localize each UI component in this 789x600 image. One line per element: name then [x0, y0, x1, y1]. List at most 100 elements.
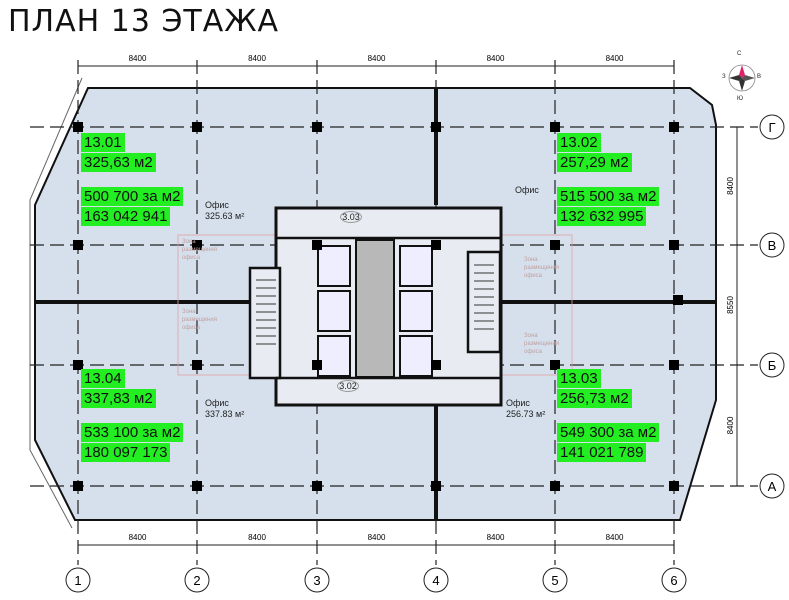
unit-id: 13.04: [81, 369, 125, 388]
office-area: 256.73 м²: [506, 409, 546, 419]
elevator: [399, 245, 433, 287]
unit-area: 257,29 м2: [557, 153, 632, 172]
column: [669, 240, 679, 250]
unit-tag-13-03[interactable]: 13.03 256,73 м2 549 300 за м2 141 021 78…: [557, 369, 660, 463]
zone-label: Зона размещения офиса: [524, 257, 559, 279]
column: [312, 240, 322, 250]
axis-marker: [304, 567, 330, 593]
axis-label: 2: [193, 573, 200, 588]
facade-hatch: [29, 77, 83, 529]
elevator: [399, 290, 433, 332]
axis-marker: [65, 567, 91, 593]
column: [192, 360, 202, 370]
dimension-label: 8400: [726, 177, 735, 195]
dimension-label: 8400: [248, 533, 266, 542]
axis-label: А: [768, 479, 777, 494]
office-label: Офис: [515, 185, 539, 195]
unit-area: 256,73 м2: [557, 389, 632, 408]
axis-label: 1: [74, 573, 81, 588]
axis-label: 6: [670, 573, 677, 588]
column: [673, 295, 683, 305]
column: [192, 122, 202, 132]
dimension-label: 8400: [368, 54, 386, 63]
column: [669, 481, 679, 491]
elevator: [317, 290, 351, 332]
column: [431, 481, 441, 491]
axis-marker: [759, 114, 785, 140]
dimension-label: 8400: [487, 533, 505, 542]
column: [73, 481, 83, 491]
dimension-label: 8400: [129, 533, 147, 542]
elevator: [399, 335, 433, 377]
unit-id: 13.01: [81, 133, 125, 152]
unit-total: 141 021 789: [557, 443, 647, 462]
office-label: Офис: [506, 398, 530, 408]
zone-label: Зона размещения офиса: [182, 309, 217, 331]
office-area: 325.63 м²: [205, 211, 245, 221]
column: [550, 240, 560, 250]
unit-total: 180 097 173: [81, 443, 171, 462]
room-tag: 3.03: [340, 211, 362, 223]
unit-id: 13.03: [557, 369, 601, 388]
unit-price: 533 100 за м2: [81, 423, 184, 442]
building-core: [248, 206, 503, 407]
column: [550, 481, 560, 491]
elevator: [317, 335, 351, 377]
column: [431, 360, 441, 370]
column: [192, 481, 202, 491]
axis-label: Г: [768, 120, 775, 135]
dimension-label: 8400: [487, 54, 505, 63]
column: [550, 122, 560, 132]
office-area: 337.83 м²: [205, 409, 245, 419]
unit-total: 132 632 995: [557, 207, 647, 226]
unit-total: 163 042 941: [81, 207, 171, 226]
dimension-label: 8400: [368, 533, 386, 542]
zone-label: Зона размещения офиса: [524, 333, 559, 355]
office-label: Офис: [205, 200, 229, 210]
column: [73, 240, 83, 250]
unit-price: 500 700 за м2: [81, 187, 184, 206]
unit-tag-13-01[interactable]: 13.01 325,63 м2 500 700 за м2 163 042 94…: [81, 133, 184, 227]
axis-marker: [759, 352, 785, 378]
axis-label: В: [768, 238, 777, 253]
dimension-label: 8550: [726, 296, 735, 314]
unit-area: 337,83 м2: [81, 389, 156, 408]
compass-w: З: [722, 74, 726, 80]
axis-marker: [661, 567, 687, 593]
axis-label: 4: [432, 573, 439, 588]
compass-s: Ю: [737, 96, 744, 102]
dimension-label: 8400: [248, 54, 266, 63]
column: [312, 360, 322, 370]
axis-marker: [542, 567, 568, 593]
axis-marker: [759, 232, 785, 258]
axis-label: Б: [768, 358, 777, 373]
axis-marker: [423, 567, 449, 593]
column: [431, 240, 441, 250]
elevator: [317, 245, 351, 287]
dimension-label: 8400: [726, 416, 735, 434]
column: [73, 360, 83, 370]
column: [550, 360, 560, 370]
compass-n: С: [737, 51, 742, 57]
axis-marker: [759, 473, 785, 499]
unit-tag-13-02[interactable]: 13.02 257,29 м2 515 500 за м2 132 632 99…: [557, 133, 660, 227]
dimension-label: 8400: [606, 54, 624, 63]
compass-e: В: [757, 74, 762, 80]
column: [73, 122, 83, 132]
unit-tag-13-04[interactable]: 13.04 337,83 м2 533 100 за м2 180 097 17…: [81, 369, 184, 463]
unit-price: 515 500 за м2: [557, 187, 660, 206]
column: [312, 481, 322, 491]
axis-label: 3: [313, 573, 320, 588]
dimension-label: 8400: [606, 533, 624, 542]
unit-price: 549 300 за м2: [557, 423, 660, 442]
compass-icon: [728, 64, 756, 92]
column: [312, 122, 322, 132]
dimension-label: 8400: [129, 54, 147, 63]
axis-label: 5: [551, 573, 558, 588]
office-label: Офис: [205, 398, 229, 408]
room-tag: 3.02: [337, 380, 359, 392]
column: [192, 240, 202, 250]
unit-id: 13.02: [557, 133, 601, 152]
page-title: ПЛАН 13 ЭТАЖА: [8, 4, 280, 39]
